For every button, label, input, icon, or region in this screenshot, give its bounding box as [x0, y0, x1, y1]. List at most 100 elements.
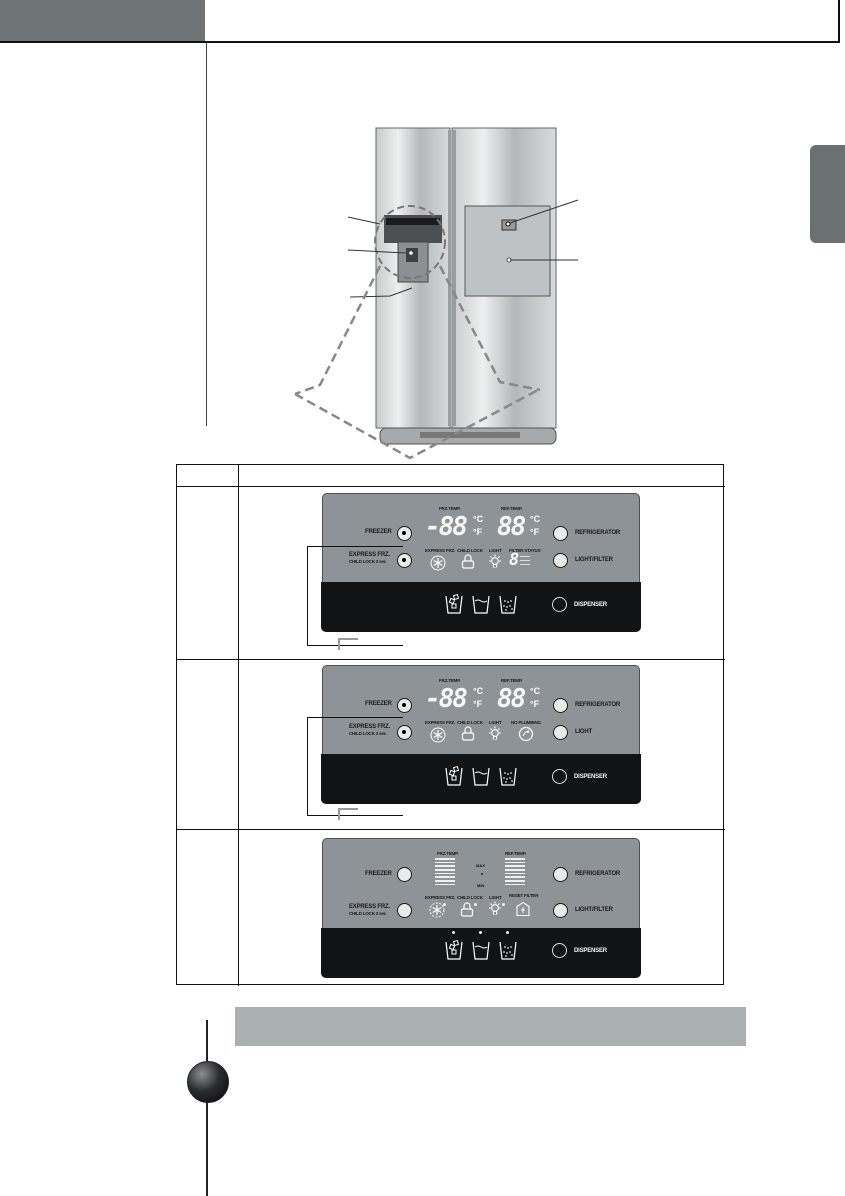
control-panel-model-1: FRZ.TEMP. REF.TEMP. -88 °C °F 88 °C °F F… — [321, 493, 641, 632]
freezer-button[interactable] — [397, 526, 412, 541]
filter-status-bar — [520, 556, 530, 557]
child-lock-icon-label: CHILD LOCK — [457, 548, 483, 553]
express-frz-button[interactable] — [397, 725, 412, 740]
no-plumbing-icon — [518, 726, 534, 742]
lock-icon — [461, 726, 475, 741]
express-frz-label: EXPRESS FRZ. — [349, 552, 390, 558]
refrigerator-label: REFRIGERATOR — [575, 702, 621, 708]
light-filter-label: LIGHT/FILTER — [575, 557, 613, 563]
light-bulb-icon — [489, 554, 501, 568]
express-frz-label: EXPRESS FRZ. — [349, 724, 390, 730]
refrigerator-button[interactable] — [553, 698, 568, 713]
filter-status-bar — [520, 564, 530, 565]
max-label: MAX — [476, 863, 485, 868]
water-icon — [472, 941, 490, 960]
unit-fahrenheit: °F — [473, 699, 483, 709]
freezer-button[interactable] — [397, 867, 412, 882]
header-section-block — [0, 0, 205, 42]
refrigerator-label: REFRIGERATOR — [575, 871, 621, 877]
filter-status-label: FILTER STATUS — [509, 548, 541, 553]
express-frz-button[interactable] — [397, 553, 412, 568]
dispenser-label: DISPENSER — [574, 948, 607, 954]
light-button[interactable] — [553, 725, 568, 740]
express-frz-icon-label: EXPRESS FRZ. — [425, 548, 456, 553]
indicator-dot — [502, 903, 505, 906]
ice-cubes-icon — [445, 765, 463, 786]
table-col-divider — [238, 465, 239, 986]
light-icon-label: LIGHT — [489, 895, 502, 900]
light-filter-button[interactable] — [553, 903, 568, 918]
control-panel-model-2: FRZ.TEMP. REF.TEMP. -88 °C °F 88 °C °F F… — [321, 665, 641, 804]
snowflake-icon — [429, 902, 445, 918]
reset-filter-label: RESET FILTER — [509, 893, 539, 898]
child-lock-icon-label: CHILD LOCK — [457, 895, 483, 900]
freezer-temp-display: -88 — [425, 512, 468, 542]
freezer-button[interactable] — [397, 698, 412, 713]
no-plumbing-label: NO PLUMBING — [511, 720, 541, 725]
dispenser-band: DISPENSER — [321, 754, 641, 804]
freezer-label: FREEZER — [365, 529, 392, 535]
header-right-rule — [838, 0, 840, 43]
indicator-dot — [474, 903, 477, 906]
note-heading-bar — [235, 1007, 746, 1046]
light-icon-label: LIGHT — [489, 548, 502, 553]
express-frz-icon-label: EXPRESS FRZ. — [425, 720, 456, 725]
unit-fahrenheit: °F — [473, 527, 483, 537]
control-panel-model-3: FRZ.TEMP. REF.TEMP. MAX MIN FREEZER EXPR… — [321, 838, 641, 978]
note-margin-rule — [206, 1020, 208, 1196]
crushed-ice-icon — [499, 941, 517, 960]
freezer-label: FREEZER — [365, 701, 392, 707]
unit-celsius: °C — [530, 686, 541, 696]
unit-celsius: °C — [530, 514, 541, 524]
frz-temp-label: FRZ.TEMP. — [437, 851, 459, 856]
table-row-divider — [177, 659, 725, 660]
table-row-divider — [177, 829, 725, 830]
express-frz-button[interactable] — [397, 903, 412, 918]
refrigerator-illustration — [294, 127, 579, 460]
light-label: LIGHT — [575, 729, 592, 735]
chapter-side-tab — [810, 145, 845, 243]
freezer-temp-display: -88 — [425, 684, 468, 714]
control-panel-table — [176, 464, 725, 986]
filter-status-bar — [520, 560, 530, 561]
light-icon-label: LIGHT — [489, 720, 502, 725]
unit-fahrenheit: °F — [530, 527, 540, 537]
header-rule-left — [0, 41, 205, 43]
express-frz-label: EXPRESS FRZ. — [349, 904, 390, 910]
child-lock-icon-label: CHILD LOCK — [457, 720, 483, 725]
fridge-temp-display: 88 — [497, 684, 526, 714]
header-rule — [205, 41, 840, 43]
dispenser-band: DISPENSER — [321, 928, 641, 978]
lock-icon — [461, 554, 475, 569]
filter-status-digit: 8 — [509, 550, 519, 570]
child-lock-label: CHILD LOCK 3 sec — [349, 559, 387, 564]
unit-celsius: °C — [473, 686, 484, 696]
child-lock-label: CHILD LOCK 3 sec — [349, 731, 387, 736]
unit-fahrenheit: °F — [530, 699, 540, 709]
dispenser-label: DISPENSER — [574, 774, 607, 780]
dispenser-button[interactable] — [552, 769, 567, 784]
dispenser-highlight-circle — [374, 205, 446, 279]
light-filter-button[interactable] — [553, 553, 568, 568]
snowflake-icon — [430, 727, 446, 743]
child-lock-label: CHILD LOCK 3 sec — [349, 911, 387, 916]
dispenser-band: DISPENSER — [321, 582, 641, 632]
dispenser-label: DISPENSER — [574, 602, 607, 608]
refrigerator-button[interactable] — [553, 526, 568, 541]
fridge-temp-display: 88 — [497, 512, 526, 542]
fridge-level-bars — [505, 858, 525, 888]
indicator-dot — [443, 903, 446, 906]
indicator-dot — [479, 931, 482, 934]
dispenser-button[interactable] — [552, 943, 567, 958]
refrigerator-button[interactable] — [553, 867, 568, 882]
filter-icon — [516, 901, 530, 917]
refrigerator-label: REFRIGERATOR — [575, 530, 621, 536]
lock-icon — [460, 902, 474, 917]
ice-cubes-icon — [445, 593, 463, 614]
light-filter-label: LIGHT/FILTER — [575, 907, 613, 913]
note-bullet-icon — [187, 1061, 229, 1103]
callout-leader — [307, 546, 403, 646]
crushed-ice-icon — [499, 595, 517, 614]
dispenser-button[interactable] — [552, 597, 567, 612]
crushed-ice-icon — [499, 767, 517, 786]
